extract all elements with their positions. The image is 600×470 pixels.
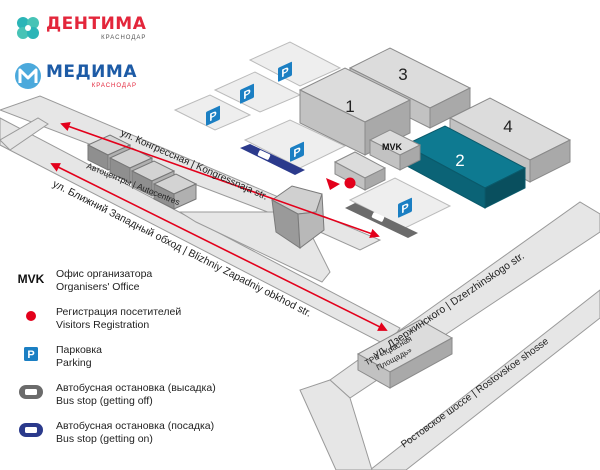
- route-arrows: [50, 122, 388, 331]
- svg-text:P: P: [401, 201, 409, 216]
- legend-item-organiser: MVK Офис организатора Organisers' Office: [18, 268, 278, 306]
- medima-m-icon: [15, 63, 41, 89]
- parking-icon: P: [398, 197, 412, 218]
- legend-parking-en: Parking: [56, 357, 92, 369]
- medima-name: МЕДИМА: [46, 61, 137, 82]
- medima-city: КРАСНОДАР: [91, 82, 137, 89]
- road-stubs: [0, 117, 49, 151]
- map-legend: MVK Офис организатора Organisers' Office…: [18, 268, 278, 458]
- parking-icon: P: [278, 61, 292, 82]
- bus-stop-on-icon: [19, 423, 43, 437]
- legend-item-parking: P Парковка Parking: [18, 344, 278, 382]
- dentima-name: ДЕНТИМА: [46, 13, 147, 34]
- dentima-flower-icon: [17, 17, 39, 39]
- legend-bus-on-ru: Автобусная остановка (посадка): [56, 420, 215, 432]
- trk-krasnaya-ploshchad: ТРК «Красная Площадь»: [356, 319, 454, 389]
- hall-1-label: 1: [345, 97, 354, 116]
- entrance-arrow: [326, 178, 340, 190]
- registration-icon: [26, 311, 36, 321]
- organiser-office: MVK: [368, 129, 422, 171]
- parking-icon: P: [24, 347, 38, 361]
- legend-item-bus-on: Автобусная остановка (посадка) Bus stop …: [18, 420, 278, 458]
- hall-2-label: 2: [455, 151, 464, 170]
- legend-organiser-en: Organisers' Office: [56, 281, 140, 293]
- legend-organiser-ru: Офис организатора: [56, 268, 153, 280]
- svg-text:P: P: [281, 65, 289, 80]
- legend-parking-ru: Парковка: [56, 344, 103, 356]
- svg-text:P: P: [27, 349, 34, 361]
- hall-4-label: 4: [503, 117, 512, 136]
- legend-registration-en: Visitors Registration: [56, 319, 150, 331]
- road-rostovskoe: [369, 289, 600, 470]
- legend-registration-ru: Регистрация посетителей: [56, 306, 182, 318]
- organiser-icon: MVK: [18, 272, 44, 286]
- organiser-icon: MVK: [382, 142, 403, 152]
- svg-text:P: P: [209, 109, 217, 124]
- dentima-logo: ДЕНТИМА КРАСНОДАР: [14, 14, 146, 42]
- legend-bus-off-en: Bus stop (getting off): [56, 395, 153, 407]
- svg-text:P: P: [243, 87, 251, 102]
- parking-icon: P: [206, 105, 220, 126]
- route-blizhniy: [50, 163, 388, 331]
- legend-item-bus-off: Автобусная остановка (высадка) Bus stop …: [18, 382, 278, 420]
- road-crossing: [299, 379, 373, 470]
- bus-stop-off-icon: [19, 385, 43, 399]
- dentima-city: КРАСНОДАР: [101, 34, 147, 41]
- legend-bus-on-en: Bus stop (getting on): [56, 433, 153, 445]
- hall-3-label: 3: [398, 65, 407, 84]
- legend-item-registration: Регистрация посетителей Visitors Registr…: [18, 306, 278, 344]
- medima-logo: МЕДИМА КРАСНОДАР: [14, 62, 137, 90]
- svg-text:MVK: MVK: [18, 272, 44, 286]
- legend-bus-off-ru: Автобусная остановка (высадка): [56, 382, 216, 394]
- registration-icon: [344, 177, 356, 189]
- parking-icon: P: [240, 83, 254, 104]
